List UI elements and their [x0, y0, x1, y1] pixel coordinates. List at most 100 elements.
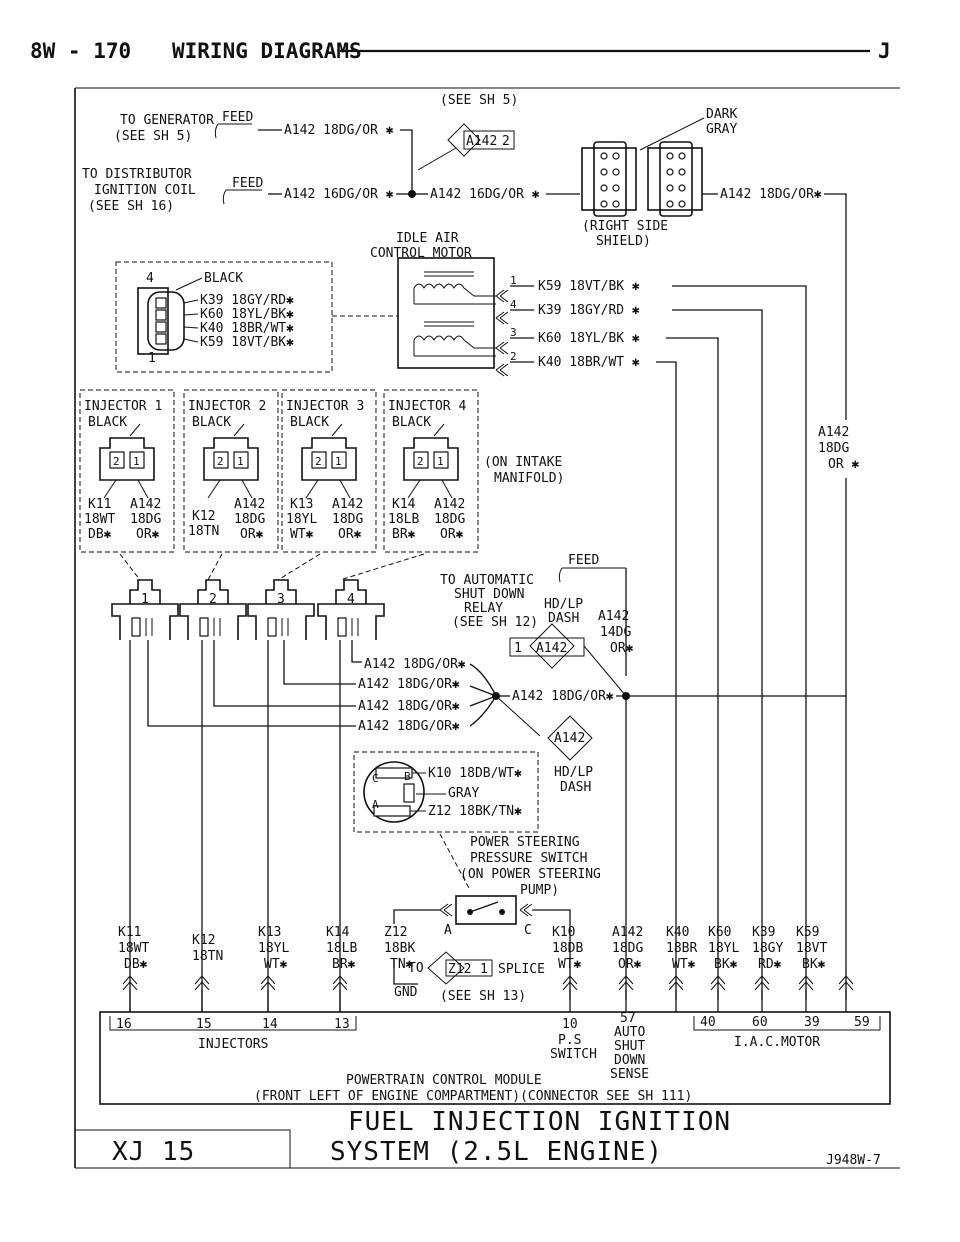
distributor-label-2: IGNITION COIL	[94, 183, 196, 198]
bottom-wire-color: BK✱	[714, 957, 738, 972]
injector-wire-1c: WT✱	[290, 527, 314, 542]
a142-wire-1: A142 18DG/OR✱	[364, 657, 466, 672]
asd-hdlp-1: HD/LP	[544, 597, 583, 612]
injector-body-num: 1	[141, 592, 149, 607]
asd-label-2: SHUT DOWN	[454, 587, 524, 602]
iac-motor-wire-1: K59 18VT/BK ✱	[538, 279, 640, 294]
dark-gray-leader	[639, 117, 705, 151]
a142-side-3: OR ✱	[828, 457, 859, 472]
feed-label-1: FEED	[222, 110, 253, 125]
diagram-code: J948W-7	[826, 1153, 881, 1168]
injector-wire-1a: K14	[392, 497, 416, 512]
asd-wire-1: A142	[598, 609, 629, 624]
splice-lower-diamond	[547, 715, 593, 761]
bottom-wire-color: WT✱	[264, 957, 288, 972]
ps-z12-wire: Z12 18BK/TN✱	[428, 804, 522, 819]
asd-splice-name: A142	[536, 641, 567, 656]
injector-body-3: 3	[247, 579, 315, 640]
pcm-terminal-7	[668, 975, 684, 1012]
injector-pin-b: 1	[237, 455, 244, 468]
pcm-terminal-2	[194, 920, 210, 1012]
pcm-asd-2: SHUT	[614, 1039, 645, 1054]
iac-motor-pin-4: 2	[510, 350, 517, 363]
iac-color-leader	[175, 277, 203, 291]
injector-pin-a: 2	[113, 455, 120, 468]
injector-body-num: 3	[277, 592, 285, 607]
injector-name: INJECTOR 1	[84, 399, 162, 414]
injector-color: BLACK	[192, 415, 231, 430]
iac-coil-2	[413, 335, 496, 349]
z12-splice-name: Z12	[448, 962, 471, 977]
pcm-inj-pin-14: 14	[262, 1017, 278, 1032]
bottom-wire-name: K13	[258, 925, 281, 940]
pcm-iac-pin-59: 59	[854, 1015, 870, 1030]
k60-wire	[666, 337, 719, 1000]
z12-splice-label: SPLICE	[498, 962, 545, 977]
bottom-wire-color: WT✱	[558, 957, 582, 972]
injector-wire-2c: OR✱	[440, 527, 464, 542]
a142-merge-label: A142 18DG/OR✱	[512, 689, 614, 704]
injector-name: INJECTOR 3	[286, 399, 364, 414]
see-sh5-label: (SEE SH 5)	[440, 93, 518, 108]
generator-wire-label: A142 18DG/OR ✱	[284, 123, 394, 138]
model-label: XJ 15	[112, 1137, 195, 1167]
distributor-wire-label: A142 16DG/OR ✱	[284, 187, 394, 202]
pcm-terminal-6	[618, 975, 634, 1012]
model-box	[75, 1129, 291, 1168]
asd-label-3: RELAY	[464, 601, 503, 616]
z12-see-label: (SEE SH 13)	[440, 989, 526, 1004]
a142-wire-3: A142 18DG/OR✱	[358, 699, 460, 714]
injector-pin-b: 1	[437, 455, 444, 468]
injector-wire-1b: 18WT	[84, 512, 115, 527]
asd-splice-diamond	[529, 623, 575, 669]
iac-connector-shape	[137, 287, 185, 355]
bottom-wire-name: K60	[708, 925, 731, 940]
bottom-wire-color: BK✱	[802, 957, 826, 972]
bottom-wire-name: K59	[796, 925, 819, 940]
injector-wire-1a: K13	[290, 497, 313, 512]
injector-body-num: 4	[347, 592, 355, 607]
distributor-label-3: (SEE SH 16)	[88, 199, 174, 214]
iac-conn-wire-2: K60 18YL/BK✱	[200, 307, 294, 322]
asd-label-1: TO AUTOMATIC	[440, 573, 534, 588]
injector-pin-a: 2	[315, 455, 322, 468]
injector-wire-1a: K12	[192, 509, 215, 524]
injector-color: BLACK	[88, 415, 127, 430]
pcm-iac-label: I.A.C.MOTOR	[734, 1035, 820, 1050]
z12-splice-to: TO	[408, 961, 424, 976]
dark-gray-label-2: GRAY	[706, 122, 737, 137]
ps-note-3: (ON POWER STEERING	[460, 867, 601, 882]
generator-wire	[400, 129, 413, 170]
pcm-iac-pin-40: 40	[700, 1015, 716, 1030]
bottom-wire-color: WT✱	[672, 957, 696, 972]
ps-switch-connector	[363, 761, 425, 823]
bottom-wire-gauge: 18GY	[752, 941, 783, 956]
bottom-wire-color: OR✱	[618, 957, 642, 972]
z12-splice-diamond	[427, 951, 465, 985]
iac-label-1: IDLE AIR	[396, 231, 459, 246]
asd-label-4: (SEE SH 12)	[452, 615, 538, 630]
ps-pin-a: A	[372, 798, 379, 811]
iac-motor-wire-4: K40 18BR/WT ✱	[538, 355, 640, 370]
injector-pin-a: 2	[217, 455, 224, 468]
right-wire-label: A142 18DG/OR✱	[720, 187, 822, 202]
injector-wire-2c: OR✱	[136, 527, 160, 542]
pcm-iac-pin-60: 60	[752, 1015, 768, 1030]
bottom-wire-color: TN✱	[390, 957, 414, 972]
bottom-wire-gauge: 18BR	[666, 941, 697, 956]
splice-upper-pin: 2	[502, 134, 510, 149]
manifold-label-1: (ON INTAKE	[484, 455, 562, 470]
pcm-ps-1: P.S	[558, 1033, 581, 1048]
injector-wire-1b: 18LB	[388, 512, 419, 527]
pcm-iac-bracket	[693, 1016, 881, 1031]
injector-name: INJECTOR 4	[388, 399, 466, 414]
